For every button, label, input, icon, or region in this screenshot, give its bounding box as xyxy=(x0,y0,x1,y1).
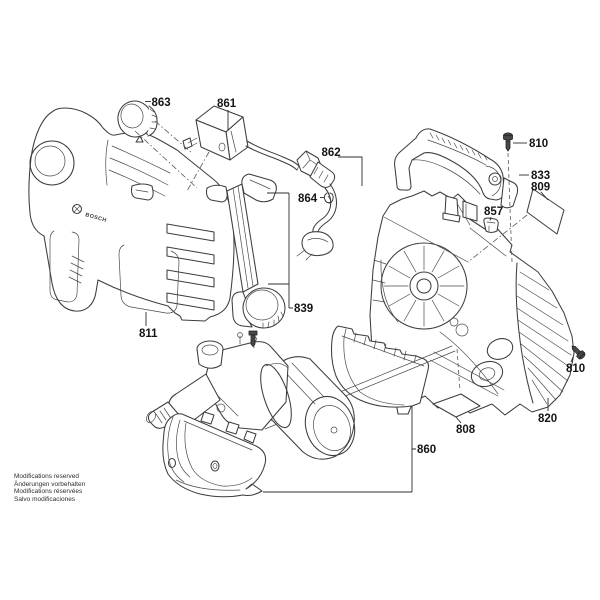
notice-line-fr: Modifications réservées xyxy=(14,488,83,496)
part-pump-motor-assembly xyxy=(145,333,455,462)
side-vent-ribs xyxy=(517,272,571,404)
plate-808-alignment-line xyxy=(457,349,460,391)
housing-side-vents xyxy=(167,224,214,310)
notice-line-en: Modifications reserved xyxy=(14,473,80,480)
part-label-862: 862 xyxy=(322,147,341,159)
part-clip-864 xyxy=(324,193,333,203)
part-plate-809 xyxy=(527,189,564,234)
screw-810-top-icon xyxy=(504,133,513,151)
part-clip-857 xyxy=(484,218,498,233)
assembly-alignment-lines xyxy=(135,121,209,191)
part-label-861: 861 xyxy=(217,98,237,110)
part-label-863: 863 xyxy=(152,97,171,109)
motor-cavity-fins xyxy=(384,246,464,326)
part-label-820: 820 xyxy=(538,413,557,425)
shell-rib-hatch xyxy=(344,329,416,363)
part-bracket-839 xyxy=(227,174,285,347)
part-label-839: 839 xyxy=(294,303,313,315)
part-label-810-top: 810 xyxy=(529,138,548,150)
part-label-864: 864 xyxy=(298,193,318,205)
knob-rim-hatch xyxy=(263,312,283,328)
leader-lines xyxy=(145,102,573,493)
brand-text: BOSCH xyxy=(84,212,107,224)
part-cap-863 xyxy=(114,97,157,142)
bosch-logo: BOSCH xyxy=(73,205,107,224)
part-label-860: 860 xyxy=(417,444,436,456)
part-power-cord-862 xyxy=(297,151,336,260)
part-label-833: 833 xyxy=(531,170,550,182)
part-label-810-bottom: 810 xyxy=(566,363,585,375)
part-motor-shell-upper-860 xyxy=(332,326,429,407)
modifications-notice: Modifications reserved Änderungen vorbeh… xyxy=(14,473,85,504)
plate-809-alignment-line xyxy=(468,215,527,262)
part-handle-833 xyxy=(395,129,518,222)
part-number-labels: 863 861 862 864 810 833 809 857 839 811 … xyxy=(139,97,585,456)
part-label-808: 808 xyxy=(456,424,476,436)
part-bottom-cover-860 xyxy=(163,412,266,497)
part-label-811: 811 xyxy=(139,328,158,340)
part-front-housing-811: BOSCH xyxy=(29,108,234,321)
screw-810-bottom-icon xyxy=(569,343,586,360)
notice-line-es: Salvo modificaciones xyxy=(14,496,76,504)
part-label-809: 809 xyxy=(531,182,550,194)
notice-line-de: Änderungen vorbehalten xyxy=(14,480,86,488)
screw-839-icon xyxy=(249,331,257,347)
part-label-857: 857 xyxy=(484,206,503,218)
part-switch-861 xyxy=(183,106,299,170)
handle-grip-serration xyxy=(430,133,487,160)
